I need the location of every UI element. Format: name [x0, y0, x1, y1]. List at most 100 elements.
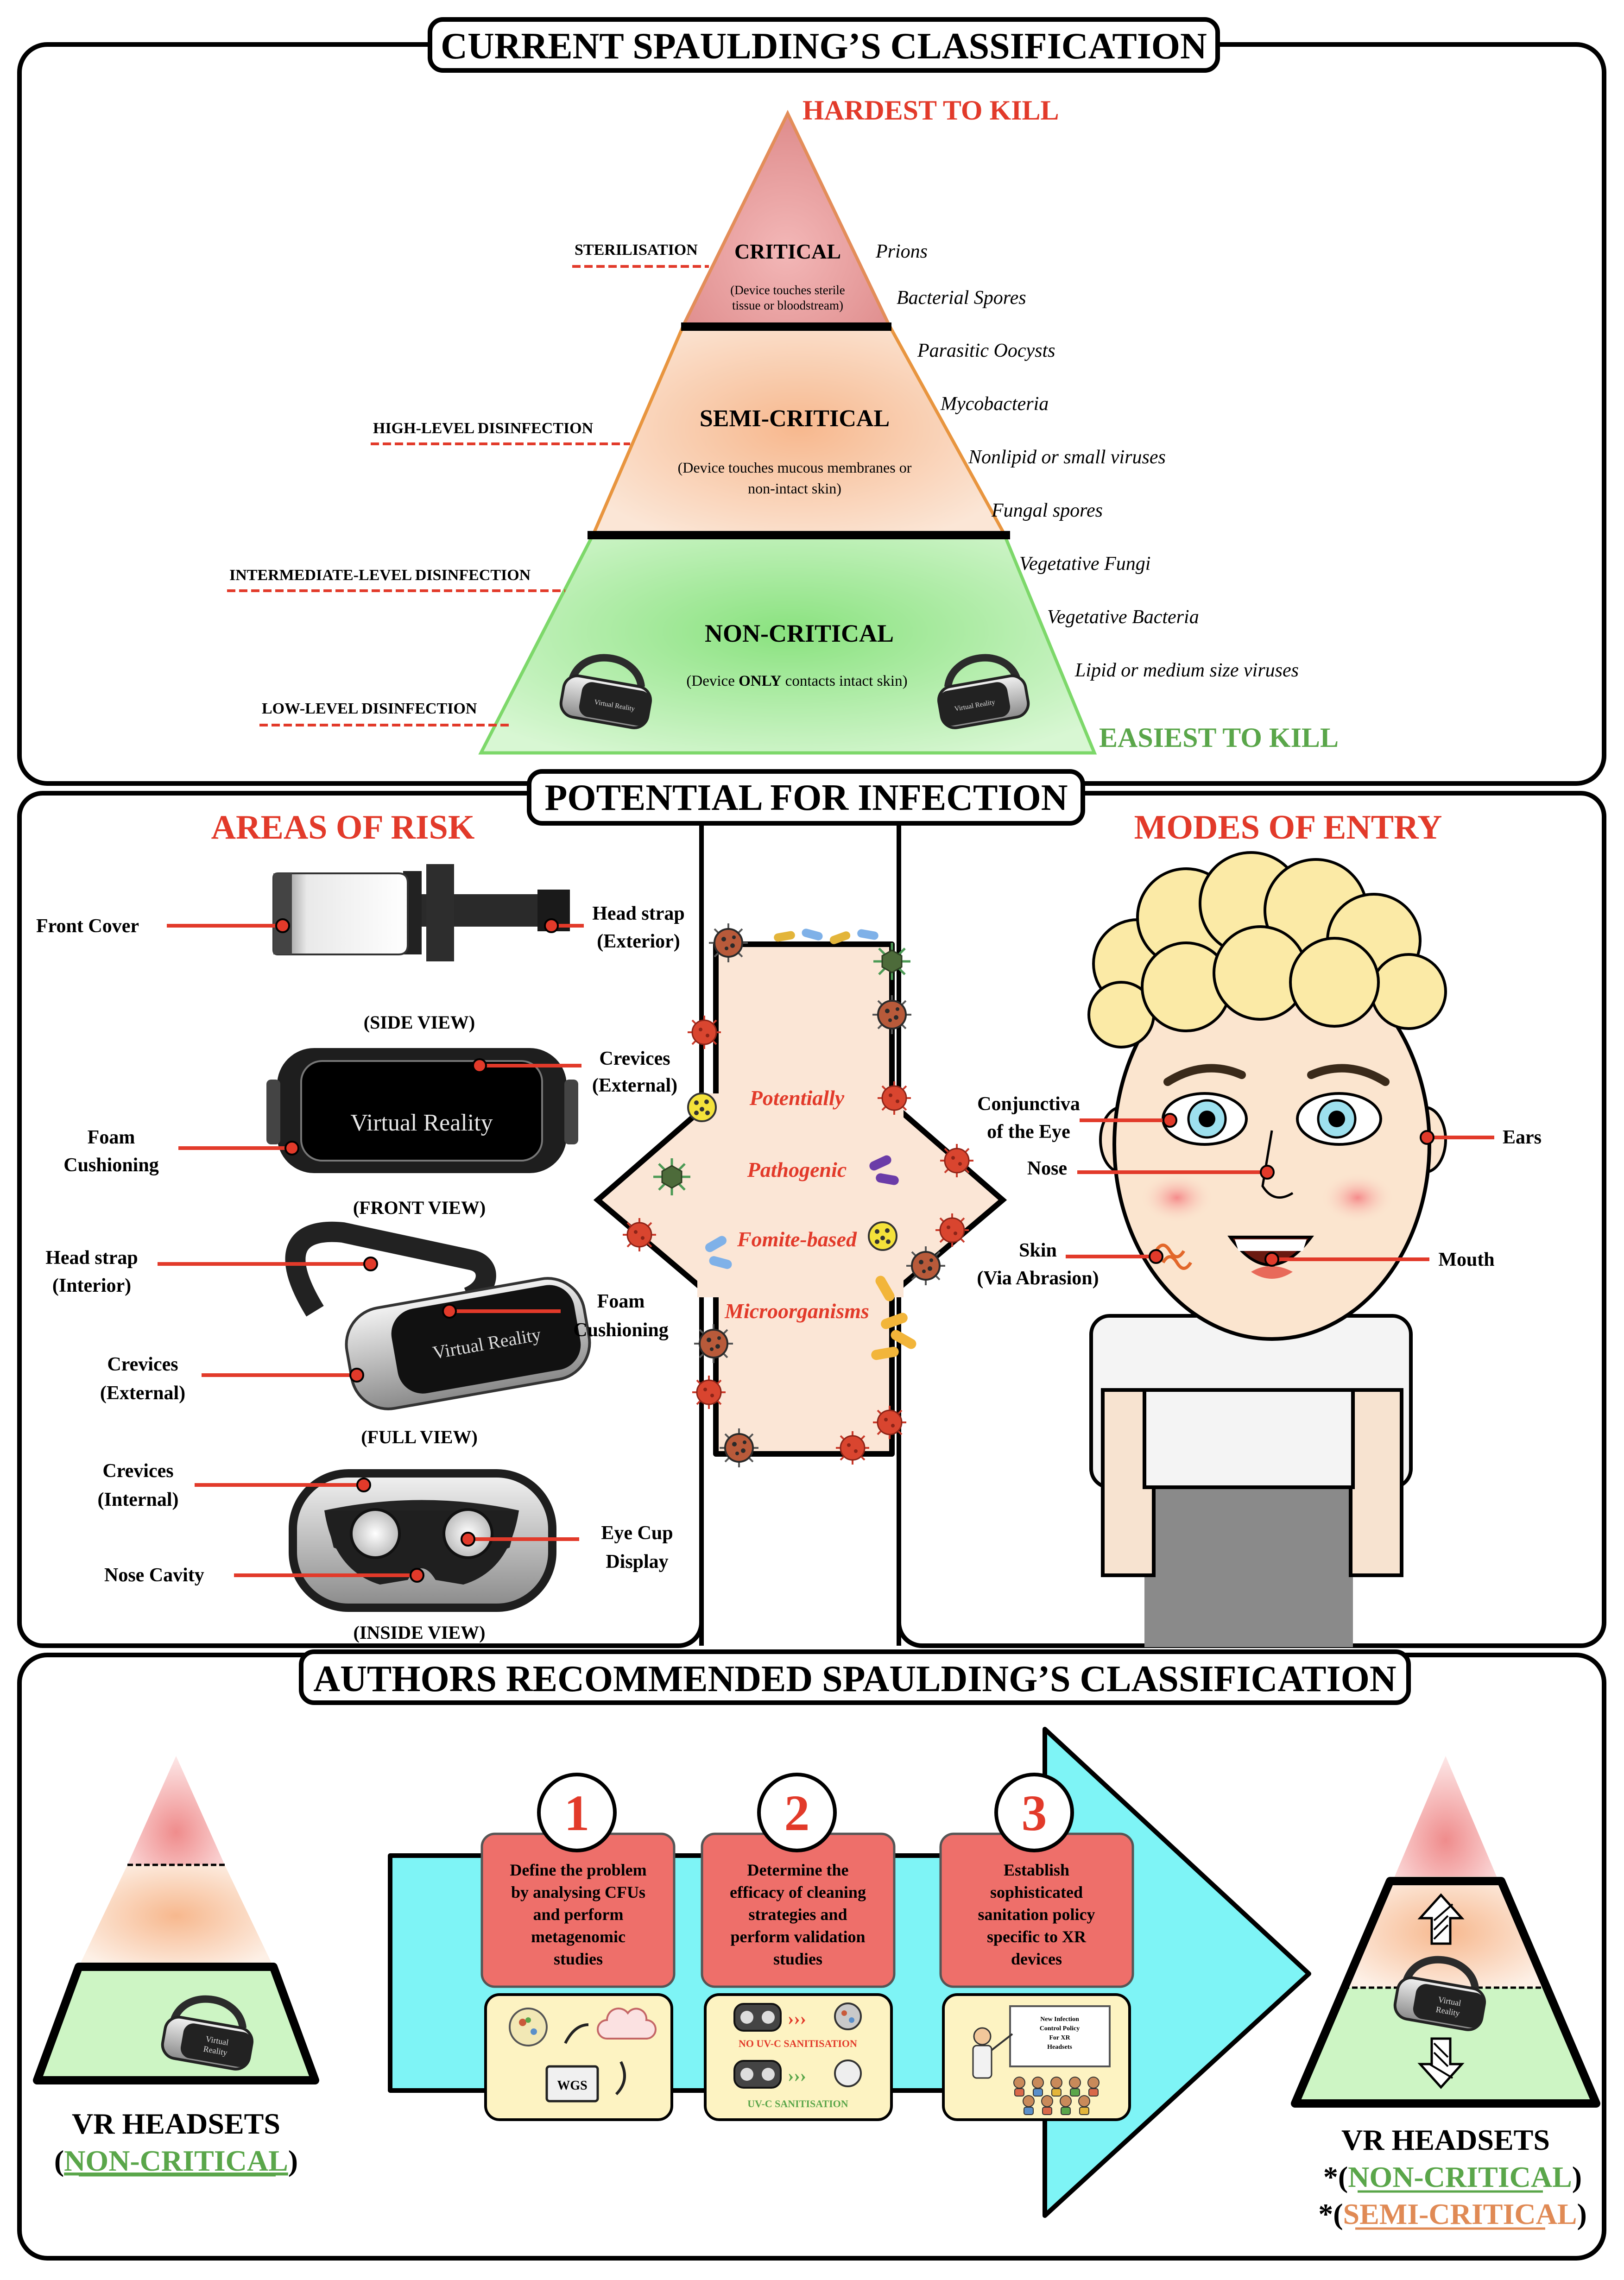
step-1-line-2: by analysing CFUs	[511, 1883, 645, 1901]
entry-mouth: Mouth	[1438, 1249, 1494, 1270]
microbe-virus-10	[935, 1213, 970, 1248]
organism-vegetative-bacteria: Vegetative Bacteria	[1047, 606, 1199, 628]
step-3-line-4: specific to XR	[987, 1927, 1087, 1946]
modes-of-entry-title: MODES OF ENTRY	[1134, 808, 1442, 846]
label-head-strap-interior-1: Head strap	[45, 1247, 138, 1269]
organism-vegetative-fungi: Vegetative Fungi	[1019, 553, 1150, 575]
microbe-virus-13	[693, 1323, 734, 1364]
risk-area-labels: Front Cover Head strap (Exterior) Crevic…	[36, 903, 685, 1586]
critical-level-desc-1: (Device touches sterile	[730, 283, 845, 297]
label-foam-cushioning-b-1: Foam	[597, 1291, 645, 1312]
entry-skin-2: (Via Abrasion)	[977, 1268, 1099, 1289]
step-3-line-3: sanitation policy	[978, 1905, 1095, 1924]
right-pyramid-headset: Virtual Reality	[1393, 1956, 1486, 2031]
easiest-to-kill-label: EASIEST TO KILL	[1099, 722, 1339, 753]
right-caption: VR HEADSETS	[1341, 2123, 1550, 2156]
label-head-strap-exterior-1: Head strap	[592, 903, 685, 924]
semi-critical-level-desc-2: non-intact skin)	[748, 480, 841, 497]
right-pyramid: Virtual Reality	[1291, 1756, 1600, 2108]
semi-critical-level-name: SEMI-CRITICAL	[700, 405, 890, 432]
headset-side-view	[272, 864, 570, 961]
step-2-line-5: studies	[773, 1950, 822, 1968]
bacteria-rods	[705, 928, 916, 1360]
critical-level-name: CRITICAL	[734, 240, 841, 263]
chevrons-red: ›››	[788, 2008, 806, 2029]
step-1-line-1: Define the problem	[510, 1861, 646, 1879]
microbe-virus-16	[719, 1427, 759, 1468]
entry-conjunctiva-1: Conjunctiva	[977, 1093, 1080, 1115]
microbe-virus-4	[687, 1015, 722, 1050]
section-recommended-classification: AUTHORS RECOMMENDED SPAULDING’S CLASSIFI…	[17, 1649, 1606, 2261]
left-caption: VR HEADSETS	[72, 2107, 280, 2140]
section-2-title-box	[527, 769, 1085, 826]
microbe-virus-2	[873, 943, 910, 980]
vr-headset-icon-right: Virtual Reality	[937, 654, 1030, 729]
step-2-line-1: Determine the	[747, 1861, 849, 1879]
left-pyramid-headset: Virtual Reality	[161, 1995, 254, 2071]
microbe-virus-14	[691, 1375, 727, 1410]
left-pyramid: Virtual Reality	[33, 1756, 319, 2084]
step-2-badge	[757, 1773, 837, 1852]
microbe-virus-11	[868, 1221, 897, 1251]
label-crevices-internal-2: (Internal)	[98, 1489, 179, 1510]
person-skin-abrasion	[1154, 1244, 1186, 1258]
hardest-to-kill-label: HARDEST TO KILL	[803, 95, 1059, 126]
step-1-line-4: metagenomic	[531, 1927, 626, 1946]
non-critical-level-desc: (Device ONLY contacts intact skin)	[686, 673, 907, 689]
headset-front-view: Virtual Reality	[266, 1048, 578, 1173]
step-3-line-1: Establish	[1004, 1861, 1069, 1879]
person-nose	[1261, 1130, 1294, 1199]
label-nose-cavity: Nose Cavity	[104, 1565, 204, 1586]
clean-lens-icon	[834, 2059, 862, 2087]
entry-skin-1: Skin	[1019, 1240, 1057, 1261]
arrow-up-hatched	[1417, 1893, 1465, 1945]
areas-of-risk-title: AREAS OF RISK	[211, 808, 475, 846]
microbe-text-3: Fomite-based	[737, 1227, 857, 1251]
microbe-virus-12	[905, 1245, 946, 1286]
fomite-microbe-graphic: Potentially Pathogenic Fomite-based Micr…	[593, 922, 1007, 1468]
microbe-text-4: Microorganisms	[724, 1299, 869, 1323]
organism-mycobacteria: Mycobacteria	[940, 393, 1049, 415]
chevrons-green: ›››	[788, 2065, 806, 2086]
step-2-line-4: perform validation	[731, 1927, 866, 1946]
organism-fungal-spores: Fungal spores	[991, 500, 1103, 521]
method-sterilisation: STERILISATION	[575, 241, 698, 259]
label-foam-cushioning-a-2: Cushioning	[63, 1155, 158, 1176]
entry-ears: Ears	[1503, 1127, 1542, 1148]
label-crevices-external-a-2: (External)	[592, 1075, 677, 1096]
left-classification: (NON-CRITICAL)	[54, 2144, 298, 2177]
label-eye-cup-1: Eye Cup	[601, 1522, 673, 1544]
cartoon-person	[1087, 851, 1447, 1647]
organism-lipid-viruses: Lipid or medium size viruses	[1074, 660, 1299, 681]
method-high-level: HIGH-LEVEL DISINFECTION	[373, 420, 594, 437]
semi-critical-level-desc-1: (Device touches mucous membranes or	[678, 459, 912, 476]
step-3-line-5: devices	[1011, 1950, 1062, 1968]
section-1-title: CURRENT SPAULDING’S CLASSIFICATION	[441, 26, 1207, 67]
step-1-line-3: and perform	[533, 1905, 624, 1924]
step-2-number: 2	[784, 1785, 810, 1841]
organism-bacterial-spores: Bacterial Spores	[897, 287, 1026, 309]
svg-text:Control Policy: Control Policy	[1040, 2025, 1080, 2032]
headset-full-view: Virtual Reality	[285, 1221, 591, 1410]
entry-nose: Nose	[1027, 1158, 1067, 1179]
computer-icon	[545, 2065, 599, 2103]
step-2: 2 Determine the efficacy of cleaning str…	[701, 1773, 896, 2121]
no-uvc-label: NO UV-C SANITISATION	[739, 2038, 857, 2049]
inside-view-caption: (INSIDE VIEW)	[354, 1622, 486, 1643]
organism-prions: Prions	[875, 241, 928, 262]
microbe-virus-3	[872, 994, 912, 1035]
critical-level-desc-2: tissue or bloodstream)	[732, 298, 843, 312]
person-pants	[1144, 1471, 1353, 1647]
label-head-strap-interior-2: (Interior)	[52, 1275, 131, 1296]
person-right-cheek	[1321, 1172, 1395, 1223]
microbe-virus-17	[835, 1430, 870, 1465]
section-1-title-box	[428, 17, 1220, 73]
svg-text:New Infection: New Infection	[1040, 2016, 1079, 2023]
presenter-icon	[972, 2027, 1013, 2079]
uvc-headset-icon-1	[733, 2003, 782, 2032]
microbe-virus-8	[939, 1143, 974, 1178]
wgs-label: WGS	[557, 2078, 587, 2093]
cloud-icon	[597, 2008, 657, 2040]
person-hair	[1087, 851, 1447, 1048]
